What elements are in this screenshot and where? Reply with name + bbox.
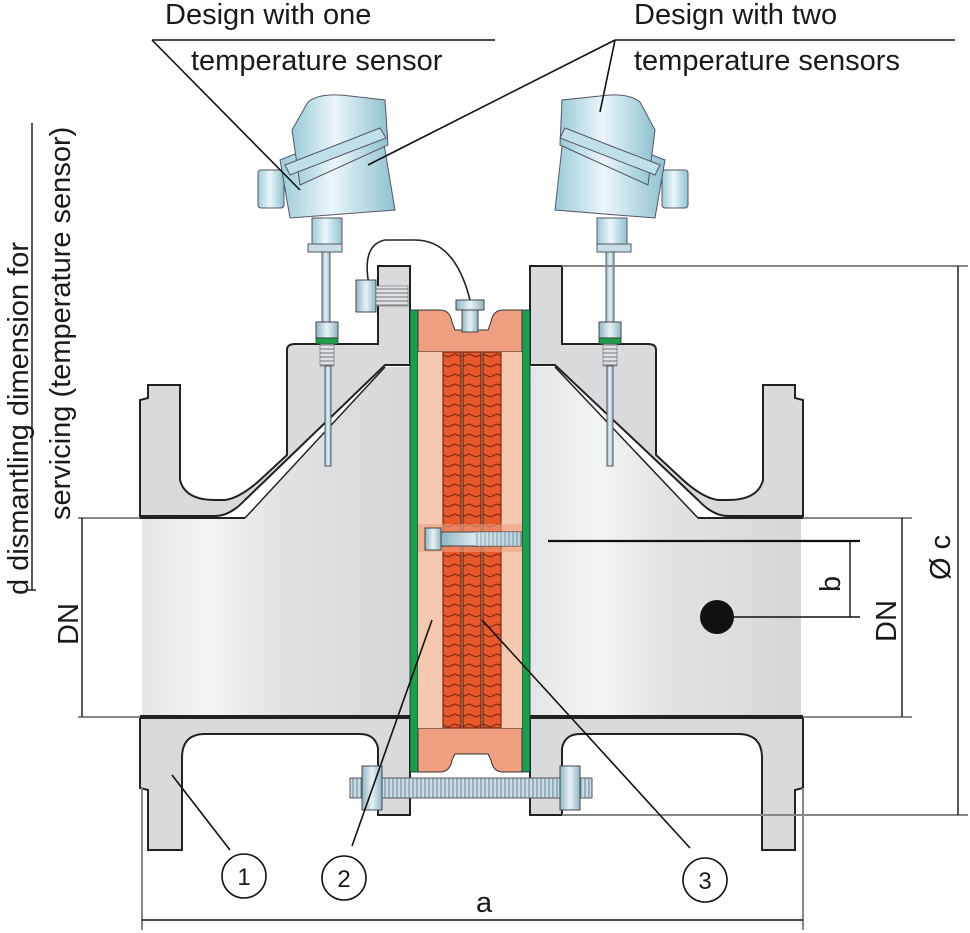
- dn-left-label: DN: [53, 603, 85, 645]
- callout-two-sensors-line2: temperature sensors: [634, 45, 900, 77]
- dismantling-label-line2: servicing (temperature sensor): [45, 127, 77, 520]
- callout-one-sensor-line1: Design with one: [165, 0, 371, 31]
- part-callout-2: 2: [321, 855, 367, 901]
- callout-one-sensor-line2: temperature sensor: [191, 45, 443, 77]
- part-number-1: 1: [237, 864, 250, 891]
- part-callout-3: 3: [682, 857, 728, 903]
- part-callout-1: 1: [221, 853, 267, 899]
- callout-leaders: [151, 39, 955, 191]
- part-number-2: 2: [337, 866, 350, 893]
- left-gasket: [409, 309, 419, 773]
- center-bolt-head: [424, 527, 442, 551]
- flame-arrester-housing: [366, 239, 531, 773]
- right-body-half: [529, 265, 804, 851]
- right-gasket: [521, 309, 531, 773]
- callout-two-sensors-line1: Design with two: [634, 0, 837, 31]
- upper-flange-bolt: [355, 279, 409, 313]
- dismantling-label-line1: d dismantling dimension for: [3, 242, 35, 595]
- ground-wire: [366, 239, 471, 301]
- part-number-3: 3: [698, 868, 711, 895]
- right-temperature-sensor: [554, 94, 689, 467]
- b-label: b: [815, 576, 847, 592]
- a-label: a: [476, 887, 493, 919]
- left-temperature-sensor: [257, 94, 396, 467]
- sensor-position-dot: [700, 600, 734, 634]
- c-label: Ø c: [925, 535, 957, 580]
- dn-right-label: DN: [871, 600, 903, 642]
- dismantling-label: d dismantling dimension for servicing (t…: [3, 127, 77, 595]
- left-body-half: [139, 265, 411, 851]
